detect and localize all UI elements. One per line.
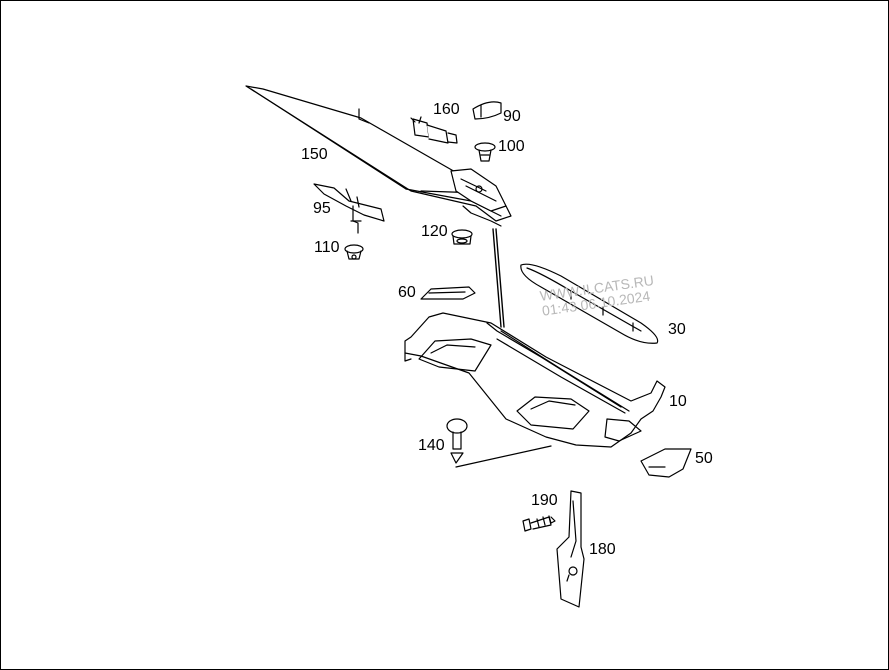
leader-line-120 <box>492 228 505 328</box>
part-90-cap <box>472 101 502 120</box>
part-60-trim <box>420 286 476 300</box>
callout-30: 30 <box>668 321 686 338</box>
callout-110: 110 <box>314 239 340 256</box>
part-180-panel <box>556 490 585 608</box>
callout-50: 50 <box>695 450 713 467</box>
part-blind-mechanism <box>450 168 507 227</box>
part-100-clip <box>474 142 496 162</box>
part-30-strip <box>520 263 659 344</box>
part-120-nut <box>451 229 473 245</box>
part-110-nut <box>344 244 364 260</box>
callout-190: 190 <box>531 492 558 509</box>
callout-95: 95 <box>313 200 331 217</box>
part-190-screw <box>522 515 556 532</box>
part-10-parcel-shelf <box>404 312 666 448</box>
callout-180: 180 <box>589 541 616 558</box>
callout-10: 10 <box>669 393 687 410</box>
part-50-cover <box>640 448 692 478</box>
callout-90: 90 <box>503 108 521 125</box>
part-95-bracket <box>313 183 385 234</box>
callout-140: 140 <box>418 437 445 454</box>
part-160-motor <box>410 116 458 144</box>
callout-150: 150 <box>301 146 328 163</box>
callout-120: 120 <box>421 223 448 240</box>
part-140-push-clip <box>446 418 552 468</box>
callout-160: 160 <box>433 101 460 118</box>
callout-60: 60 <box>398 284 416 301</box>
callout-100: 100 <box>498 138 525 155</box>
